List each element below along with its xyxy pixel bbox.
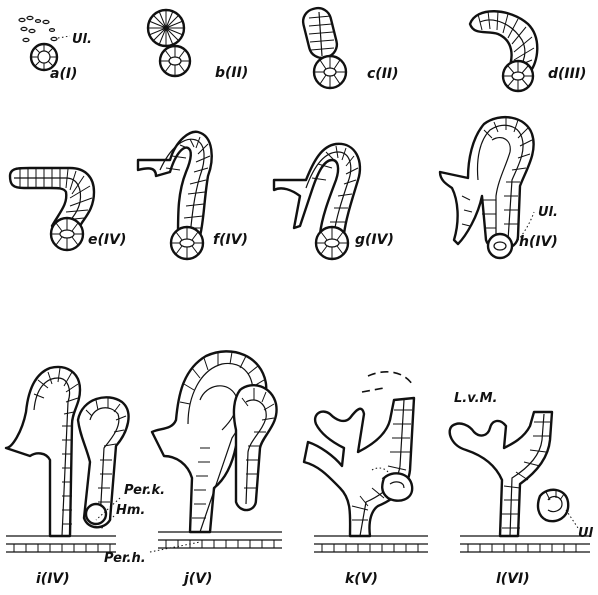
panel-c-drawing	[300, 5, 346, 88]
panel-label-a: a(I)	[50, 67, 77, 81]
annotation-per-k: Per.k.	[124, 484, 165, 497]
panel-label-k: k(V)	[345, 572, 378, 586]
panel-g-drawing	[274, 144, 360, 259]
panel-label-d: d(III)	[548, 67, 586, 81]
annotation-ul-h: Ul.	[538, 206, 558, 219]
panel-a-drawing	[19, 16, 70, 70]
panel-label-l: l(VI)	[496, 572, 530, 586]
panel-e-drawing	[10, 168, 94, 250]
panel-label-c: c(II)	[367, 67, 399, 81]
panel-label-e: e(IV)	[88, 233, 126, 247]
panel-label-j: j(V)	[184, 572, 212, 586]
annotation-per-h: Per.h.	[104, 552, 146, 565]
annotation-ul-a: Ul.	[72, 33, 92, 46]
panel-label-g: g(IV)	[355, 233, 394, 247]
per-h-leader	[150, 542, 200, 552]
panel-k-drawing	[304, 372, 428, 552]
panel-label-h: h(IV)	[519, 235, 558, 249]
panel-label-f: f(IV)	[213, 233, 248, 247]
annotation-hm: Hm.	[116, 504, 145, 517]
annotation-ul-l: Ul	[578, 527, 593, 540]
panel-j-drawing	[152, 351, 282, 548]
panel-label-b: b(II)	[215, 66, 248, 80]
panel-f-drawing	[138, 132, 212, 259]
panel-d-drawing	[470, 11, 537, 91]
panel-b-drawing	[148, 10, 190, 76]
annotation-lvm: L.v.M.	[454, 392, 497, 405]
panel-l-drawing	[450, 412, 590, 552]
panel-i-drawing	[6, 367, 129, 552]
panel-label-i: i(IV)	[36, 572, 70, 586]
